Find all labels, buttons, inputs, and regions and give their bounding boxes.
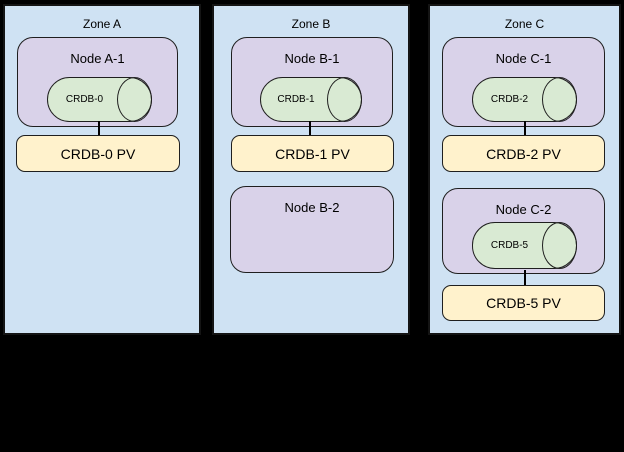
pv-crdb-0-label: CRDB-0 PV [60, 145, 136, 162]
crdb-5-pod-cylinder-icon: CRDB-5 [472, 222, 577, 269]
zone-c-title: Zone C [504, 17, 545, 31]
node-a-1-title: Node A-1 [70, 51, 125, 66]
zone-a-title: Zone A [82, 17, 122, 31]
node-b-2: Node B-2 [230, 186, 394, 273]
pv-crdb-1-label: CRDB-1 PV [275, 145, 350, 162]
connector-crdb-1-to-pv [309, 121, 311, 135]
crdb-5-pod-label: CRDB-5 [490, 240, 529, 251]
node-b-1: Node B-1 CRDB-1 [231, 37, 393, 127]
node-b-1-title: Node B-1 [284, 51, 340, 66]
zone-b-title: Zone B [291, 17, 331, 31]
node-c-1: Node C-1 CRDB-2 [442, 37, 605, 127]
node-c-2: Node C-2 CRDB-5 [442, 188, 605, 274]
connector-crdb-2-to-pv [524, 121, 526, 135]
pv-crdb-2: CRDB-2 PV [442, 135, 605, 172]
node-c-2-title: Node C-2 [495, 202, 552, 217]
zone-a: Zone A Node A-1 CRDB-0 CRDB-0 PV [3, 4, 201, 335]
crdb-2-pod-label: CRDB-2 [490, 94, 529, 105]
zone-c: Zone C Node C-1 CRDB-2 CRDB-2 PV Node C-… [428, 4, 621, 335]
node-a-1: Node A-1 CRDB-0 [17, 37, 178, 127]
crdb-1-pod-cylinder-icon: CRDB-1 [260, 77, 362, 122]
crdb-1-pod-label: CRDB-1 [277, 94, 315, 105]
pv-crdb-5-label: CRDB-5 PV [486, 295, 561, 311]
pv-crdb-0: CRDB-0 PV [16, 135, 180, 172]
crdb-2-pod-cylinder-icon: CRDB-2 [472, 77, 577, 122]
crdb-0-pod-label: CRDB-0 [65, 94, 104, 105]
crdb-0-pod-cylinder-icon: CRDB-0 [47, 77, 152, 122]
node-b-2-title: Node B-2 [284, 200, 340, 215]
connector-crdb-5-to-pv [524, 270, 526, 285]
node-c-1-title: Node C-1 [495, 51, 552, 66]
pv-crdb-1: CRDB-1 PV [231, 135, 394, 172]
zone-b: Zone B Node B-1 CRDB-1 CRDB-1 PV Node B-… [212, 4, 410, 335]
connector-crdb-0-to-pv [98, 121, 100, 135]
pv-crdb-2-label: CRDB-2 PV [486, 145, 561, 162]
pv-crdb-5: CRDB-5 PV [442, 285, 605, 321]
